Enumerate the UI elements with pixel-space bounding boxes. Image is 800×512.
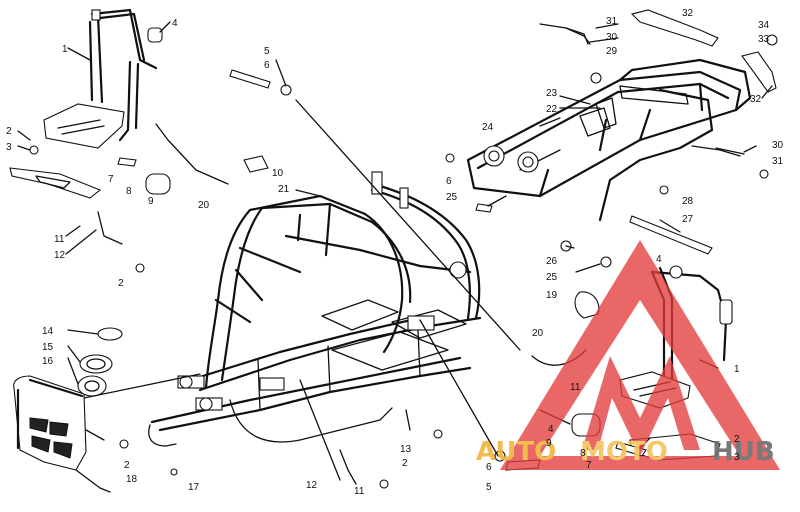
callout-1: 1 bbox=[734, 364, 740, 375]
callout-24: 24 bbox=[482, 122, 494, 133]
callout-8: 8 bbox=[580, 448, 586, 459]
callout-6: 6 bbox=[264, 60, 270, 71]
main-frame bbox=[148, 171, 482, 447]
callout-26: 26 bbox=[546, 256, 558, 267]
callout-12: 12 bbox=[54, 250, 66, 261]
callout-28: 28 bbox=[682, 196, 694, 207]
callout-11: 11 bbox=[54, 234, 65, 245]
callout-20: 20 bbox=[198, 200, 210, 211]
callout-3: 3 bbox=[734, 452, 740, 463]
watermark-hub: HUB bbox=[712, 437, 775, 467]
callout-31: 31 bbox=[606, 16, 618, 27]
rack-brackets bbox=[539, 9, 777, 157]
callout-6: 6 bbox=[486, 462, 492, 473]
callout-29: 29 bbox=[606, 46, 618, 57]
callout-32: 32 bbox=[750, 94, 762, 105]
callout-17: 17 bbox=[188, 482, 200, 493]
callout-8: 8 bbox=[126, 186, 132, 197]
callout-1: 1 bbox=[62, 44, 68, 55]
watermark-logo-m bbox=[582, 356, 700, 456]
callout-12: 12 bbox=[306, 480, 318, 491]
callout-5: 5 bbox=[264, 46, 270, 57]
automotohub-watermark: AUTO MOTO HUB bbox=[476, 240, 780, 470]
callout-32: 32 bbox=[682, 8, 694, 19]
callout-2: 2 bbox=[6, 126, 12, 137]
rear-subframe bbox=[466, 58, 752, 222]
callout-25: 25 bbox=[546, 272, 558, 283]
callout-2: 2 bbox=[402, 458, 408, 469]
callout-2: 2 bbox=[124, 460, 130, 471]
callout-10: 10 bbox=[272, 168, 284, 179]
callout-9: 9 bbox=[546, 438, 552, 449]
callout-11: 11 bbox=[354, 486, 365, 497]
front-bumper bbox=[13, 375, 111, 493]
callout-14: 14 bbox=[42, 326, 54, 337]
watermark-triangle-logo bbox=[500, 240, 780, 470]
callouts: 1 1 2 2 2 2 2 3 3 4 4 4 5 5 6 6 6 7 7 8 … bbox=[6, 8, 784, 497]
hardware bbox=[77, 27, 778, 489]
callout-2: 2 bbox=[734, 434, 740, 445]
callout-30: 30 bbox=[772, 140, 784, 151]
callout-6: 6 bbox=[446, 176, 452, 187]
callout-18: 18 bbox=[126, 474, 138, 485]
callout-2: 2 bbox=[118, 278, 124, 289]
callout-13: 13 bbox=[400, 444, 412, 455]
callout-23: 23 bbox=[546, 88, 558, 99]
callout-4: 4 bbox=[656, 254, 662, 265]
callout-3: 3 bbox=[6, 142, 12, 153]
callout-33: 33 bbox=[758, 34, 770, 45]
callout-15: 15 bbox=[42, 342, 54, 353]
callout-4: 4 bbox=[172, 18, 178, 29]
callout-34: 34 bbox=[758, 20, 770, 31]
callout-19: 19 bbox=[546, 290, 558, 301]
callout-27: 27 bbox=[682, 214, 694, 225]
callout-7: 7 bbox=[108, 174, 114, 185]
callout-9: 9 bbox=[148, 196, 154, 207]
callout-7: 7 bbox=[586, 460, 592, 471]
callout-11: 11 bbox=[570, 382, 581, 393]
callout-31: 31 bbox=[772, 156, 784, 167]
callout-5: 5 bbox=[486, 482, 492, 493]
callout-4: 4 bbox=[548, 424, 554, 435]
left-footrest-assembly bbox=[9, 8, 163, 199]
callout-21: 21 bbox=[278, 184, 290, 195]
callout-25: 25 bbox=[446, 192, 458, 203]
watermark-moto: MOTO bbox=[580, 437, 668, 467]
watermark-auto: AUTO bbox=[476, 437, 556, 467]
callout-22: 22 bbox=[546, 104, 558, 115]
leader-lines bbox=[17, 21, 773, 481]
callout-30: 30 bbox=[606, 32, 618, 43]
callout-16: 16 bbox=[42, 356, 54, 367]
callout-20: 20 bbox=[532, 328, 544, 339]
